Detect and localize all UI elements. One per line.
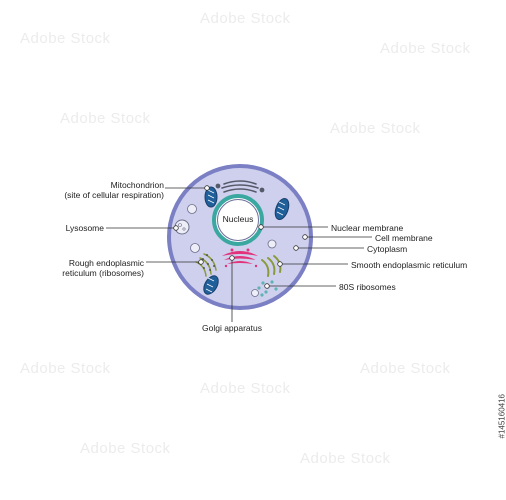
ribosomes-label: 80S ribosomes [339, 282, 396, 292]
mitochondrion [204, 186, 218, 208]
mitochondrion-label: Mitochondrion (site of cellular respirat… [64, 180, 164, 200]
pointer-dots [173, 185, 308, 289]
mitochondrion [274, 197, 290, 221]
watermark-text: Adobe Stock [20, 30, 111, 47]
rough-endoplasmic-reticulum [195, 253, 217, 277]
watermark-text: Adobe Stock [380, 40, 471, 57]
watermark-text: Adobe Stock [80, 440, 171, 457]
smooth-er-label: Smooth endoplasmic reticulum [351, 260, 468, 270]
watermark-text: Adobe Stock [330, 120, 421, 137]
golgi-stack-top [215, 180, 265, 193]
lysosome-label: Lysosome [65, 223, 104, 233]
watermark-text: Adobe Stock [20, 360, 111, 377]
watermark-text: Adobe Stock [200, 10, 291, 27]
watermark-text: Adobe Stock [300, 450, 391, 467]
leader-lines [106, 187, 372, 322]
nuclear-membrane [212, 194, 264, 246]
watermark-text: Adobe Stock [200, 380, 291, 397]
nucleus-label: Nucleus [222, 214, 254, 224]
rough-er-label: Rough endoplasmic reticulum (ribosomes) [62, 258, 144, 278]
mitochondrion [203, 275, 219, 295]
watermark-text: Adobe Stock [360, 360, 451, 377]
cytoplasm-label: Cytoplasm [367, 244, 408, 254]
watermark-text: Adobe Stock [60, 110, 151, 127]
golgi-label: Golgi apparatus [201, 323, 262, 333]
stock-image-id: #145160416 [497, 394, 506, 439]
nuclear-membrane-label: Nuclear membrane [331, 223, 404, 233]
vesicle [187, 204, 277, 297]
cell-membrane-label: Cell membrane [375, 233, 433, 243]
